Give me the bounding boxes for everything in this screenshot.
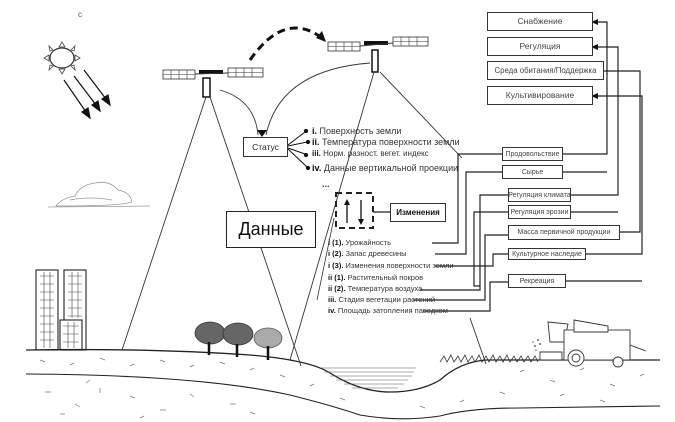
satellite-icon [162,67,264,98]
status-item-3: iii. Норм. разност. вегет. индекс [312,149,429,158]
water-body-icon [320,367,416,389]
change-item-3: i (3). Изменения поверхности земли [328,261,454,270]
service-box-recreation: Рекреация [508,274,566,288]
change-item-7: iv. Площадь затопления паводком [328,306,448,315]
status-item-2: ii. Температура поверхности земли [312,137,460,147]
es-box-regulation: Регуляция [487,37,593,56]
status-box: Статус [243,137,288,157]
status-item-4: iv. Данные вертикальной проекции [312,163,459,173]
corner-mark: c [78,10,82,19]
cloud-icon [47,181,151,208]
change-item-1: i (1). Урожайность [328,238,391,247]
change-item-5: ii (2). Температура воздуха [328,284,423,293]
orbit-arrow-icon [248,26,326,61]
service-box-erosion-regulation: Регуляция эрозии [508,205,571,219]
change-arrows-icon [316,192,390,301]
sun-icon [43,41,81,75]
service-box-food: Продовольствие [502,147,563,161]
soil-texture [39,357,645,419]
service-box-raw-materials: Сырье [502,165,563,179]
trees-icon [194,321,283,360]
connector-lines [413,21,643,312]
combine-harvester-icon [539,319,647,368]
status-ellipsis: ... [322,179,330,189]
grain-particles [532,339,541,351]
crop-field-icon [439,354,539,363]
service-box-cultural-heritage: Культурное наследие [508,248,586,260]
change-item-2: i (2). Запас древесины [328,249,407,258]
change-item-6: iii. Стадия вегетации растений [328,295,436,304]
service-box-climate-regulation: Регуляция климата [508,188,571,202]
ground-layers [25,348,661,420]
es-box-habitat-support: Среда обитания/Поддержка [487,61,604,80]
es-box-cultivation: Культивирование [487,86,593,105]
status-item-1: i. Поверхность земли [312,126,402,136]
es-box-supply: Снабжение [487,12,593,31]
sun-rays-icon [63,69,111,120]
data-box: Данные [226,211,316,248]
service-box-primary-production: Масса первичной продукции [508,225,620,240]
change-item-4: ii (1). Растительный покров [328,273,424,282]
changes-box: Изменения [390,203,446,222]
buildings-icon [35,269,87,351]
satellite-icon [327,36,429,73]
